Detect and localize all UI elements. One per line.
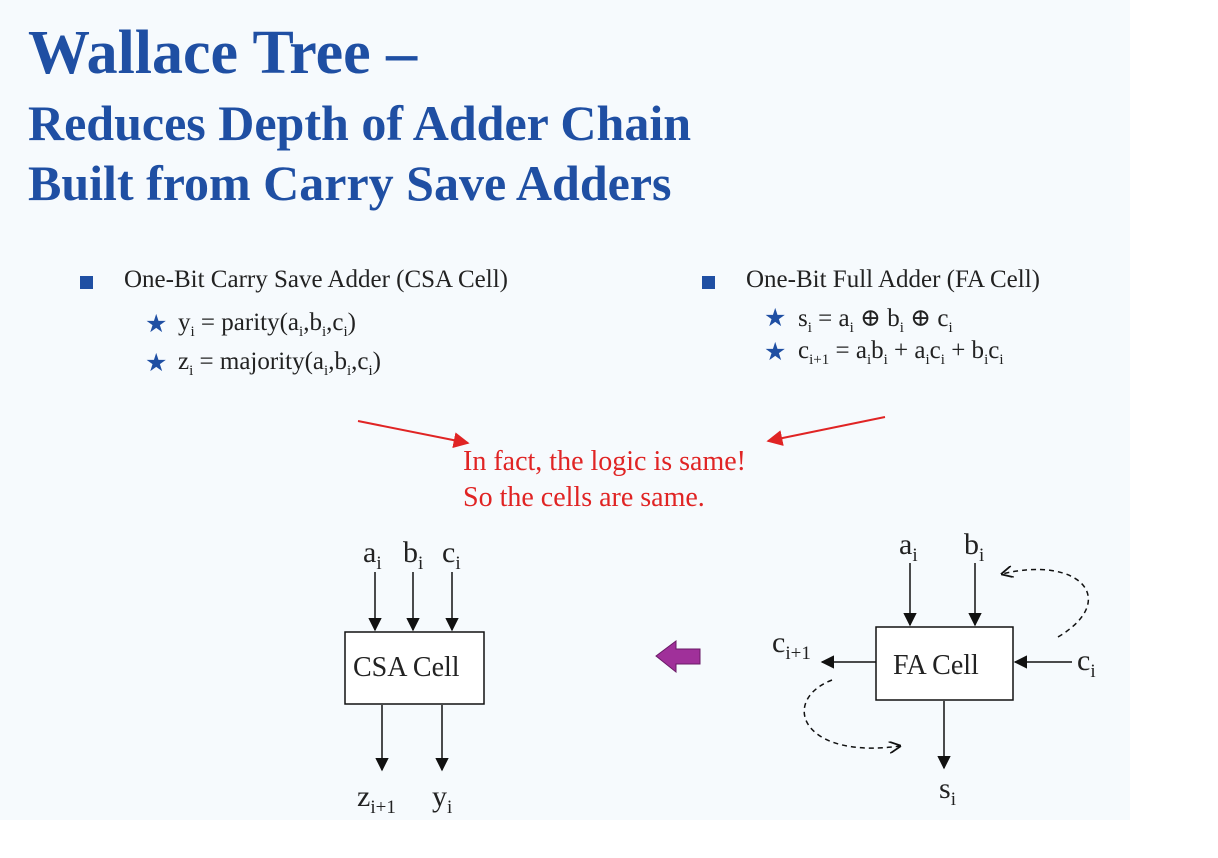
slide-subtitle-2: Built from Carry Save Adders xyxy=(28,155,672,211)
block-arrow-left-icon xyxy=(655,640,701,674)
fa-cell-box xyxy=(875,626,1014,701)
csa-output-y-label: yi xyxy=(432,780,453,818)
bullet-square-icon xyxy=(80,276,93,289)
fa-input-a-label: ai xyxy=(899,528,918,566)
star-icon: ★ xyxy=(764,305,787,332)
red-pointer-arrow-left xyxy=(357,420,470,449)
note-line-2: So the cells are same. xyxy=(463,482,705,513)
csa-formula-majority: zi = majority(ai,bi,ci) xyxy=(178,348,381,379)
fa-output-s-label: si xyxy=(939,772,956,810)
csa-cell-box xyxy=(344,631,485,705)
dashed-curve-arrow-cin xyxy=(1002,569,1090,638)
csa-input-b-label: bi xyxy=(403,536,424,574)
fa-input-c-label: ci xyxy=(1077,644,1096,682)
fa-formula-carry: ci+1 = aibi + aici + bici xyxy=(798,337,1004,368)
csa-input-c-label: ci xyxy=(442,536,461,574)
dashed-curve-arrow-cout xyxy=(803,679,900,748)
slide-subtitle-1: Reduces Depth of Adder Chain xyxy=(28,95,692,151)
csa-input-a-label: ai xyxy=(363,536,382,574)
csa-output-z-label: zi+1 xyxy=(357,780,396,818)
fa-formula-sum: si = ai ⊕ bi ⊕ ci xyxy=(798,305,953,336)
star-icon: ★ xyxy=(145,311,168,338)
fa-input-b-label: bi xyxy=(964,528,985,566)
fa-cell-label: FA Cell xyxy=(893,650,979,681)
csa-formula-parity: yi = parity(ai,bi,ci) xyxy=(178,309,356,340)
slide-title: Wallace Tree – xyxy=(28,19,418,87)
csa-cell-label: CSA Cell xyxy=(353,652,460,683)
csa-heading: One-Bit Carry Save Adder (CSA Cell) xyxy=(124,266,508,293)
note-line-1: In fact, the logic is same! xyxy=(463,446,747,477)
star-icon: ★ xyxy=(764,339,787,366)
star-icon: ★ xyxy=(145,350,168,377)
bullet-square-icon xyxy=(702,276,715,289)
fa-output-c-label: ci+1 xyxy=(772,626,811,664)
red-pointer-arrow-right xyxy=(766,416,886,446)
fa-heading: One-Bit Full Adder (FA Cell) xyxy=(746,266,1040,293)
